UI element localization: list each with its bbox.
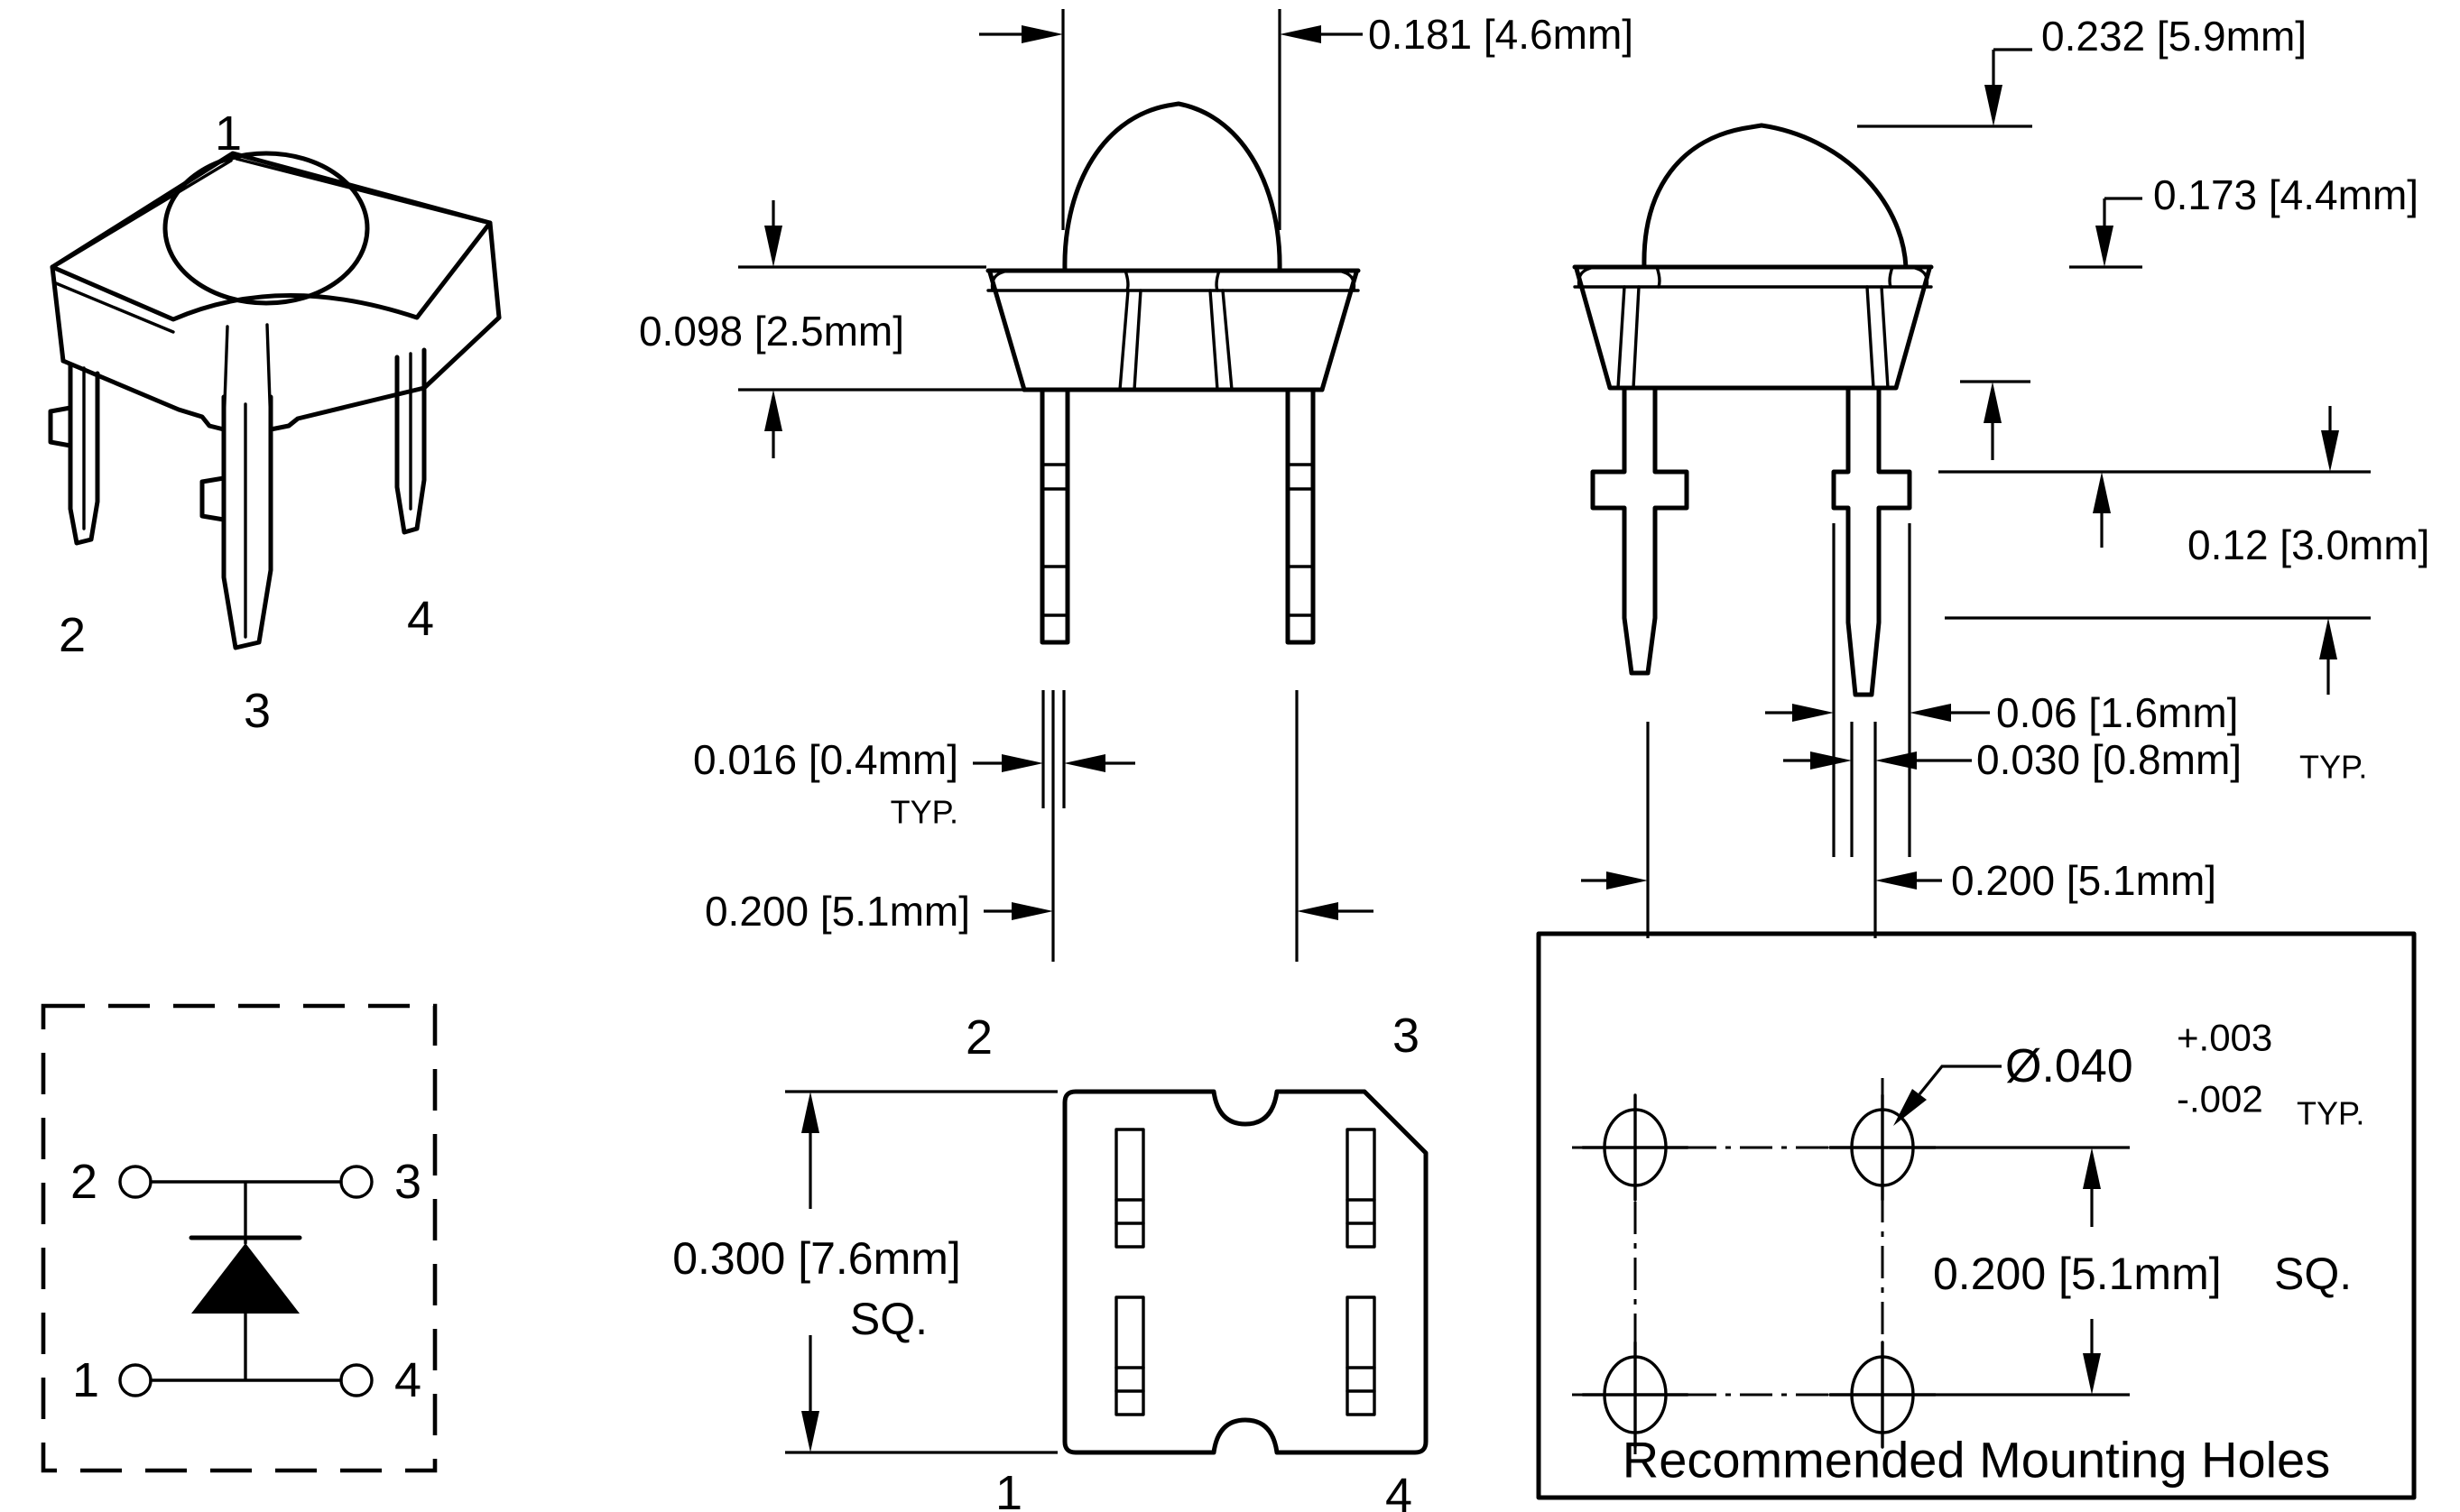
iso-pin3-label: 3 (244, 684, 271, 738)
dim-hole-typ: TYP. (2297, 1095, 2364, 1132)
mounting-holes-panel: Ø.040 +.003 -.002 TYP. 0.200 [5.1mm] SQ.… (1536, 931, 2417, 1500)
iso-leg-2 (48, 362, 100, 546)
dim-lead-thickness-label: 0.016 [0.4mm] (693, 736, 958, 783)
side-mold-lines (1616, 285, 1890, 390)
bottom-pin3-label: 3 (1392, 1009, 1420, 1063)
iso-bottom-right-edge (268, 315, 502, 432)
bottom-pin1-label: 1 (995, 1466, 1022, 1512)
iso-left-edge (50, 264, 66, 364)
dim-body-height: 0.173 [4.4mm] (2069, 171, 2418, 269)
dim-lead-tip-typ: TYP. (2299, 749, 2367, 786)
isometric-view: 1 2 3 4 (48, 106, 502, 738)
dim-body-square: 0.300 [7.6mm] SQ. (672, 1090, 1058, 1454)
side-dome (1642, 123, 1909, 270)
iso-pin1-label: 1 (215, 106, 242, 161)
dim-side-lead-pitch: 0.200 [5.1mm] (1581, 857, 2216, 904)
dim-dome-height: 0.232 [5.9mm] (1857, 13, 2307, 128)
dim-body-square-label: 0.300 [7.6mm] (672, 1233, 961, 1284)
dim-dome-width: 0.181 [4.6mm] (979, 9, 1633, 230)
schematic-pin4-label: 4 (394, 1353, 421, 1407)
schematic-pin2-label: 2 (70, 1155, 97, 1209)
front-dome-base-right (1215, 269, 1221, 292)
side-corners (1577, 265, 1929, 289)
dim-flange-height: 0.098 [2.5mm] (639, 200, 1022, 458)
schematic-pin3-terminal (339, 1165, 374, 1199)
dim-lead-thickness-typ: TYP. (891, 794, 958, 831)
dim-hole-tol-plus: +.003 (2177, 1017, 2272, 1059)
iso-bottom-left-edge (60, 358, 227, 432)
dim-flange-height-label: 0.098 [2.5mm] (639, 308, 904, 355)
iso-pin4-label: 4 (407, 592, 434, 646)
bottom-pin4-label: 4 (1385, 1469, 1412, 1512)
dim-body-square-abbr: SQ. (850, 1294, 928, 1344)
schematic-pin2-terminal (118, 1165, 153, 1199)
bottom-pin2-label: 2 (966, 1010, 993, 1065)
dim-hole-diameter: Ø.040 +.003 -.002 TYP. (1893, 1017, 2364, 1132)
iso-top-face (50, 151, 493, 322)
dim-side-lead-pitch-label: 0.200 [5.1mm] (1951, 857, 2216, 904)
front-mold-lines (1118, 289, 1234, 392)
bottom-package-outline (1062, 1089, 1429, 1455)
schematic-pin1-label: 1 (72, 1353, 99, 1407)
front-body-right (1319, 270, 1359, 392)
schematic-wires (149, 1180, 343, 1382)
dim-front-lead-pitch-label: 0.200 [5.1mm] (705, 888, 970, 935)
iso-leg-3 (199, 394, 273, 650)
front-lead-right (1285, 387, 1316, 645)
mounting-panel-title: Recommended Mounting Holes (1623, 1432, 2330, 1489)
side-view: 0.232 [5.9mm] 0.173 [4.4mm] 0.12 [3.0mm] (1572, 13, 2429, 938)
dim-hole-pitch: 0.200 [5.1mm] SQ. (1933, 1146, 2352, 1397)
dim-lead-tip-width: 0.030 [0.8mm] TYP. (1783, 736, 2367, 786)
front-view: 0.181 [4.6mm] 0.098 [2.5mm] 0.016 [0.4mm… (639, 9, 1633, 962)
schematic-border (41, 1003, 438, 1473)
dim-dome-width-label: 0.181 [4.6mm] (1368, 11, 1633, 58)
iso-edge-detail-right (235, 157, 486, 224)
front-corner-left (990, 269, 1010, 292)
schematic-view: 2 3 1 4 (41, 1003, 438, 1473)
front-lead-left (1040, 387, 1070, 645)
side-dome-base (1655, 265, 1894, 289)
front-corner-right (1336, 269, 1356, 292)
iso-edge-detail-left (58, 159, 233, 265)
mounting-centerlines (1572, 1078, 1884, 1454)
schematic-pin3-label: 3 (394, 1155, 421, 1209)
bottom-view: 0.300 [7.6mm] SQ. 2 3 1 4 (672, 1009, 1429, 1512)
front-dome (1062, 101, 1282, 273)
iso-leg-4 (394, 347, 427, 535)
dim-lead-width-label: 0.06 [1.6mm] (1996, 689, 2238, 736)
dim-hole-tol-minus: -.002 (2177, 1078, 2263, 1120)
diode-symbol (191, 1243, 300, 1314)
dim-hole-diameter-label: Ø.040 (2005, 1040, 2133, 1093)
mounting-panel-border (1536, 931, 2417, 1500)
dim-lead-width: 0.06 [1.6mm] (1765, 689, 2238, 736)
bottom-pin-slots (1114, 1128, 1376, 1416)
iso-dome-lens (162, 151, 370, 306)
dim-hole-pitch-abbr: SQ. (2274, 1249, 2352, 1299)
front-body-left (987, 270, 1027, 392)
dim-front-lead-pitch: 0.200 [5.1mm] (705, 888, 1373, 935)
iso-bevel-line (54, 281, 175, 334)
schematic-pin1-terminal (118, 1363, 153, 1397)
schematic-pin4-terminal (339, 1363, 374, 1397)
iso-right-edge (487, 220, 502, 320)
iso-pin2-label: 2 (59, 608, 86, 662)
dim-standoff: 0.12 [3.0mm] (1938, 380, 2429, 695)
dim-lead-tip-width-label: 0.030 [0.8mm] (1976, 736, 2242, 783)
dim-standoff-label: 0.12 [3.0mm] (2187, 521, 2429, 568)
front-dome-base-left (1124, 269, 1130, 292)
dim-dome-height-label: 0.232 [5.9mm] (2041, 13, 2307, 60)
dim-hole-pitch-label: 0.200 [5.1mm] (1933, 1249, 2222, 1299)
side-lead-right (1831, 385, 1912, 938)
dim-lead-thickness: 0.016 [0.4mm] TYP. (693, 690, 1299, 962)
dim-body-height-label: 0.173 [4.4mm] (2153, 171, 2418, 218)
side-lead-left (1590, 385, 1689, 938)
